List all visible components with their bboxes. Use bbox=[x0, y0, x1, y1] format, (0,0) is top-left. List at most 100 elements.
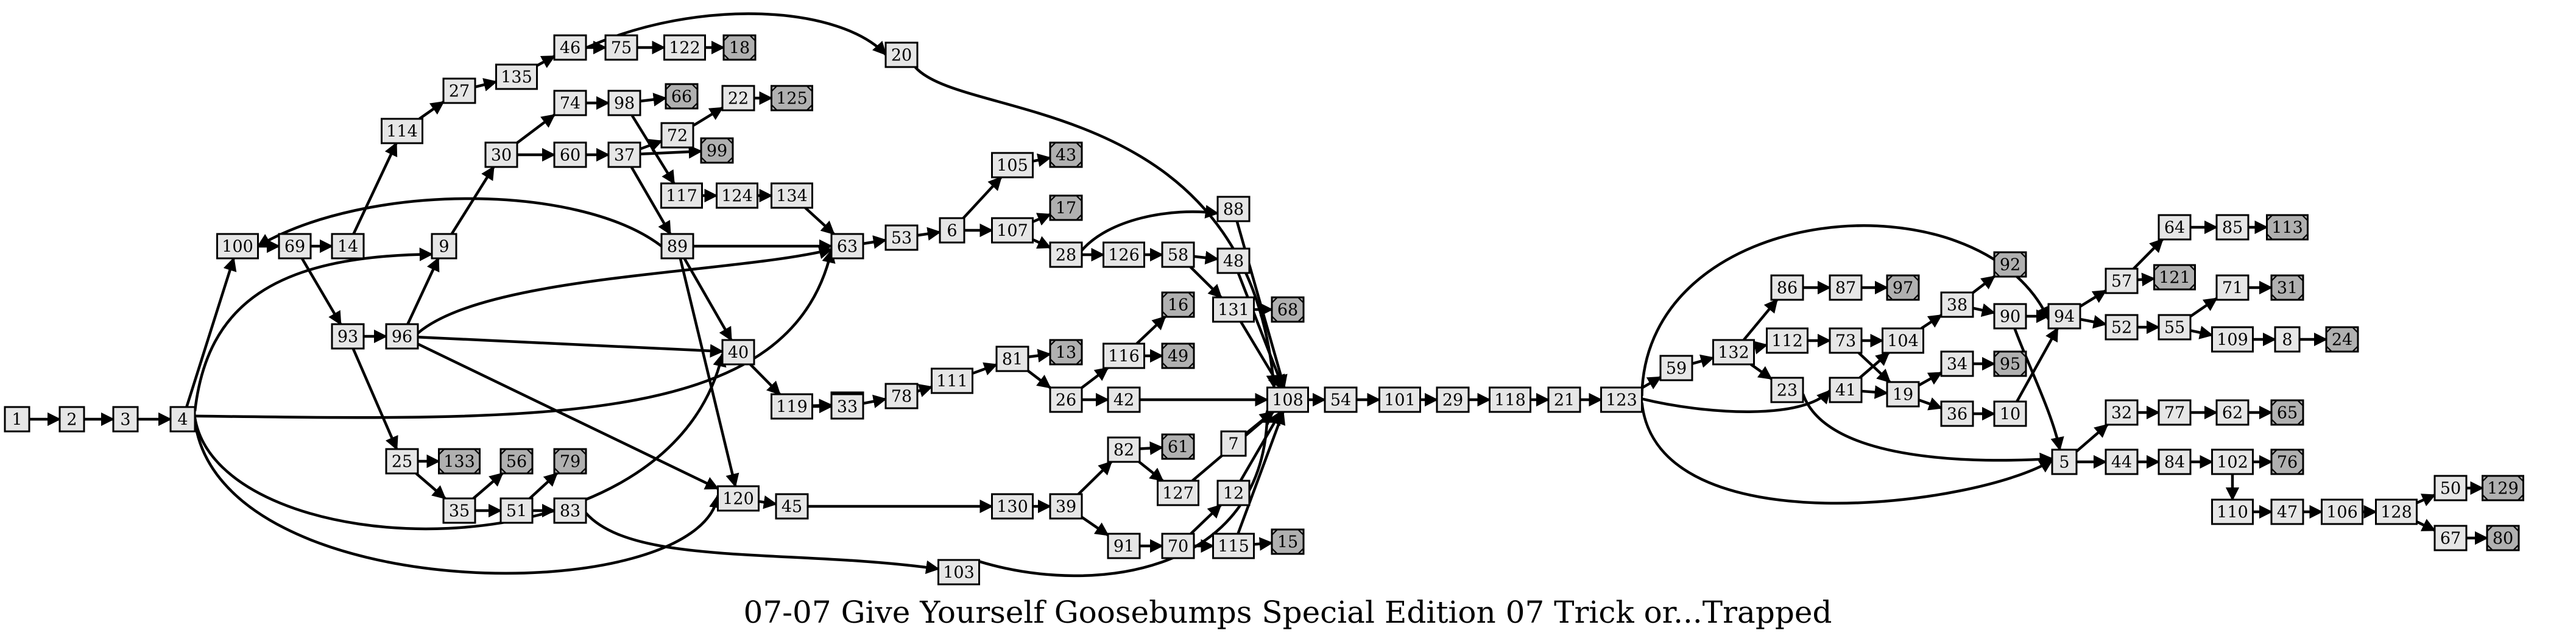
node-box bbox=[1436, 386, 1470, 413]
node-94: 94 bbox=[2047, 303, 2081, 330]
node-120: 120 bbox=[717, 485, 760, 512]
node-134: 134 bbox=[771, 182, 813, 209]
edge-111-to-81 bbox=[972, 362, 998, 375]
node-98: 98 bbox=[607, 90, 641, 116]
node-label: 26 bbox=[1056, 391, 1076, 410]
edge-83-to-103 bbox=[585, 512, 940, 575]
node-38: 38 bbox=[1940, 291, 1974, 318]
node-box bbox=[1103, 241, 1145, 268]
edge-14-to-114 bbox=[352, 141, 398, 235]
node-label: 76 bbox=[2277, 453, 2298, 472]
node-135: 135 bbox=[495, 63, 538, 90]
node-label: 99 bbox=[707, 142, 727, 161]
node-24: 24 bbox=[2325, 326, 2359, 353]
node-107: 107 bbox=[991, 217, 1034, 244]
node-label: 126 bbox=[1108, 246, 1140, 265]
node-label: 14 bbox=[337, 238, 358, 257]
node-box bbox=[169, 406, 196, 433]
node-101: 101 bbox=[1378, 386, 1421, 413]
edge-132-to-86 bbox=[1742, 299, 1779, 341]
edge-4-to-120 bbox=[193, 420, 723, 575]
node-label: 127 bbox=[1162, 484, 1194, 503]
node-label: 119 bbox=[776, 398, 808, 417]
node-label: 112 bbox=[1771, 332, 1803, 351]
node-box bbox=[1324, 386, 1358, 413]
edge-96-to-40 bbox=[417, 335, 724, 358]
node-25: 25 bbox=[385, 448, 419, 475]
edge-89-to-40 bbox=[683, 257, 733, 341]
node-box bbox=[830, 393, 864, 420]
node-box bbox=[1766, 327, 1808, 354]
node-label: 29 bbox=[1442, 391, 1463, 410]
edge-23-to-5 bbox=[1801, 393, 2054, 467]
node-label: 94 bbox=[2054, 308, 2075, 327]
node-box bbox=[1107, 436, 1141, 463]
ending-node-box bbox=[1161, 433, 1195, 460]
ending-octagon-icon bbox=[2270, 399, 2304, 426]
node-box bbox=[717, 485, 760, 512]
edge-134-to-63 bbox=[804, 207, 835, 235]
node-box bbox=[2211, 448, 2254, 475]
node-37: 37 bbox=[607, 141, 641, 168]
node-57: 57 bbox=[2105, 267, 2139, 294]
ending-octagon-icon bbox=[722, 34, 757, 61]
node-label: 58 bbox=[1168, 246, 1188, 265]
node-box bbox=[2215, 274, 2250, 301]
node-box bbox=[660, 233, 694, 260]
edge-98-to-66 bbox=[640, 93, 668, 107]
node-14: 14 bbox=[331, 233, 365, 260]
node-label: 130 bbox=[997, 498, 1028, 517]
node-label: 87 bbox=[1835, 279, 1856, 298]
node-102: 102 bbox=[2211, 448, 2254, 475]
node-52: 52 bbox=[2105, 314, 2139, 341]
node-label: 118 bbox=[1494, 391, 1526, 410]
edge-10-to-94 bbox=[2016, 327, 2059, 403]
node-label: 113 bbox=[2271, 219, 2303, 238]
node-box bbox=[2211, 326, 2254, 353]
edge-135-to-46 bbox=[536, 55, 556, 68]
node-box bbox=[2274, 326, 2301, 353]
node-54: 54 bbox=[1324, 386, 1358, 413]
edge-5-to-32 bbox=[2075, 423, 2109, 453]
edge-37-to-99 bbox=[640, 144, 703, 159]
node-63: 63 bbox=[830, 233, 864, 260]
ending-octagon-icon bbox=[1161, 433, 1195, 460]
node-40: 40 bbox=[721, 339, 755, 366]
node-label: 24 bbox=[2332, 331, 2352, 350]
node-label: 42 bbox=[1113, 391, 1134, 410]
node-1: 1 bbox=[4, 406, 30, 433]
edge-103-to-108 bbox=[978, 409, 1274, 578]
ending-octagon-icon bbox=[771, 85, 813, 112]
node-label: 109 bbox=[2217, 331, 2248, 350]
edge-94-to-57 bbox=[2079, 289, 2107, 308]
node-label: 78 bbox=[891, 388, 912, 406]
node-box bbox=[1157, 480, 1199, 506]
node-label: 60 bbox=[560, 146, 580, 165]
node-label: 88 bbox=[1223, 200, 1244, 219]
node-50: 50 bbox=[2433, 475, 2468, 501]
edge-123-to-41 bbox=[1641, 389, 1831, 413]
edge-96-to-9 bbox=[406, 257, 440, 325]
node-box bbox=[385, 448, 419, 475]
node-31: 31 bbox=[2270, 274, 2304, 301]
node-label: 49 bbox=[1168, 347, 1188, 366]
node-106: 106 bbox=[2321, 498, 2363, 525]
node-59: 59 bbox=[1659, 355, 1693, 381]
edge-27-to-135 bbox=[475, 78, 498, 91]
node-label: 85 bbox=[2222, 219, 2243, 238]
edge-69-to-93 bbox=[300, 257, 342, 325]
node-label: 82 bbox=[1113, 441, 1134, 460]
node-box bbox=[607, 141, 641, 168]
ending-octagon-icon bbox=[1049, 339, 1083, 366]
edge-120-to-45 bbox=[758, 495, 778, 509]
edge-90-to-5 bbox=[2013, 328, 2064, 452]
node-127: 127 bbox=[1157, 480, 1199, 506]
node-label: 68 bbox=[1277, 301, 1298, 320]
node-18: 18 bbox=[722, 34, 757, 61]
node-label: 131 bbox=[1218, 301, 1249, 320]
node-45: 45 bbox=[775, 493, 809, 520]
node-box bbox=[1600, 386, 1643, 413]
node-label: 63 bbox=[837, 238, 858, 257]
node-label: 37 bbox=[614, 146, 635, 165]
node-84: 84 bbox=[2158, 448, 2192, 475]
